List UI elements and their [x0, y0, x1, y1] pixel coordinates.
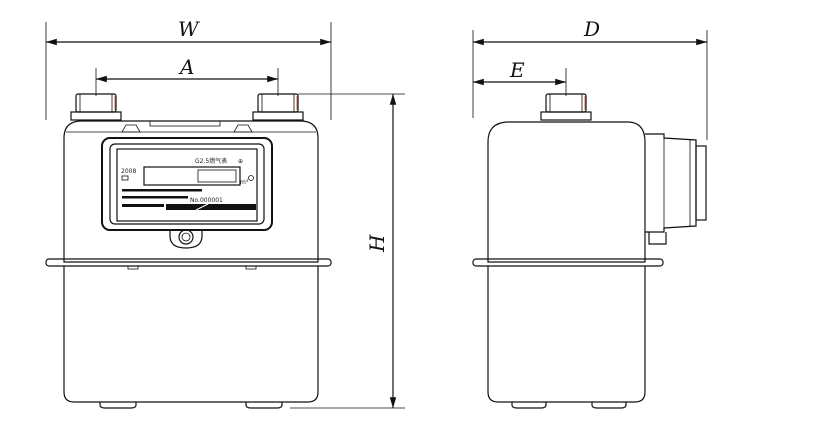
lower-case: [63, 266, 319, 403]
nameplate-model: G2.5燃气表: [195, 157, 227, 165]
offset-dimension: E: [473, 58, 567, 96]
inlet-spacing-dimension: A: [95, 55, 279, 96]
nameplate-year: 2008: [121, 168, 136, 175]
counter-housing: [645, 133, 707, 245]
upper-case: [63, 120, 319, 263]
side-band: [472, 258, 664, 267]
front-band: [45, 258, 332, 267]
side-view: D E: [472, 17, 708, 409]
nameplate-serial: No.000001: [190, 197, 223, 204]
inlet-spacing-label: A: [178, 55, 194, 79]
side-fitting: [540, 93, 592, 121]
nameplate-unit: m³: [240, 179, 249, 186]
height-dimension: H: [290, 93, 405, 409]
offset-label: E: [509, 58, 525, 82]
inlet-fitting: [70, 93, 122, 121]
outlet-fitting: [252, 93, 304, 121]
side-upper-case: [487, 121, 646, 263]
width-dimension: W: [45, 17, 332, 120]
depth-dimension: D: [472, 17, 708, 140]
nameplate: G2.5燃气表 ⊕ 2008 m³ No.000001: [101, 137, 273, 231]
seal-lug: [169, 229, 203, 249]
width-label: W: [178, 17, 200, 41]
height-label: H: [365, 234, 389, 253]
side-lower-case: [487, 266, 646, 403]
front-view: W A: [45, 17, 332, 409]
nameplate-corner: ⊕: [238, 158, 243, 165]
depth-label: D: [583, 17, 600, 41]
